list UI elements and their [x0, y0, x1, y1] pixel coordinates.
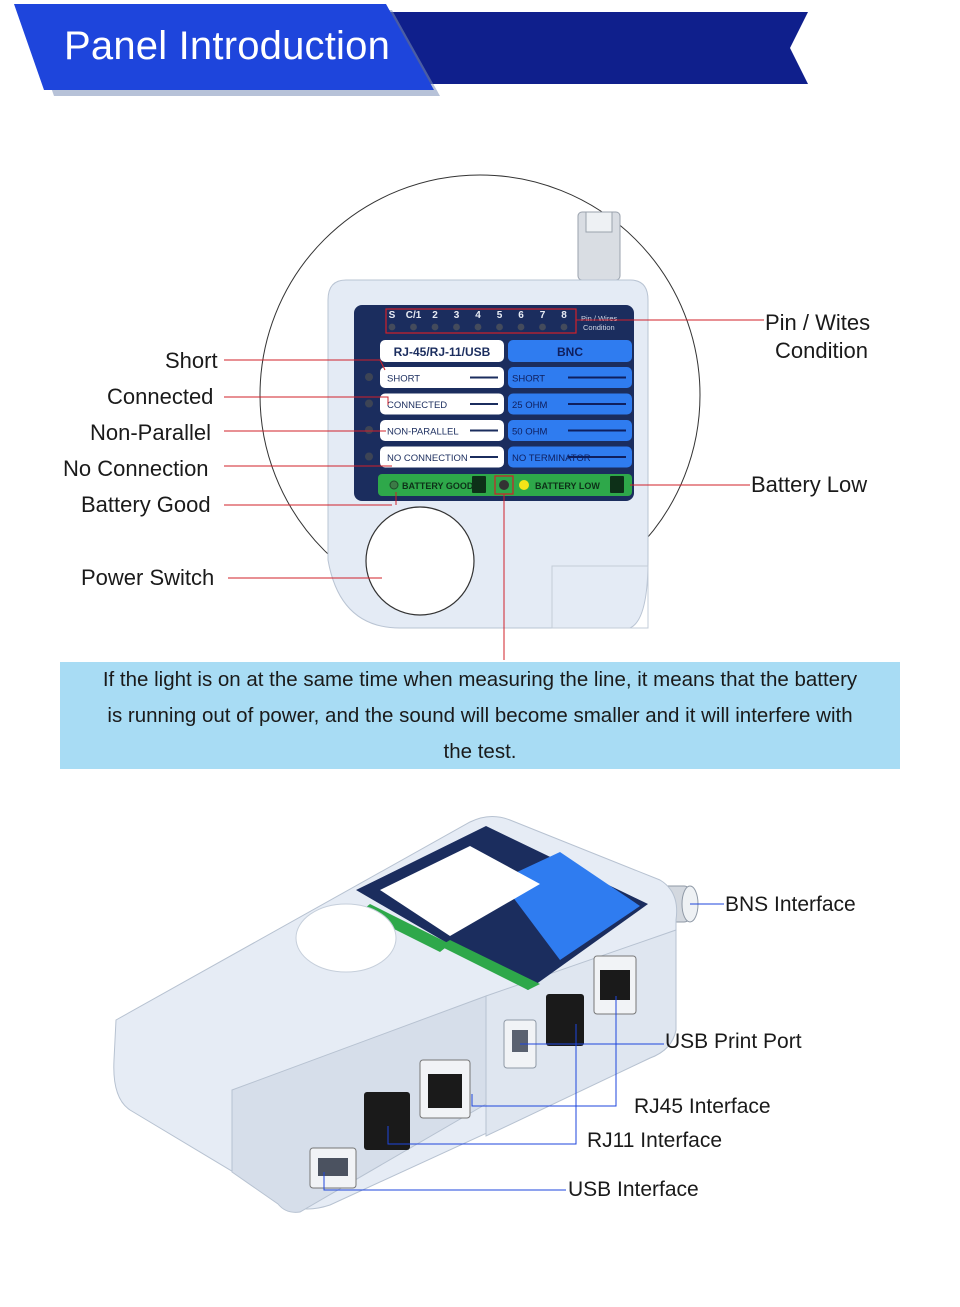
- rj45-port-right-inner: [600, 970, 630, 1000]
- top-callout-lines: [224, 319, 764, 660]
- callout-rj45-interface: RJ45 Interface: [634, 1095, 771, 1118]
- pin-label: C/1: [406, 310, 422, 321]
- battery-good-small: BATTERY GOOD: [402, 481, 474, 491]
- callout-usb-interface: USB Interface: [568, 1178, 699, 1201]
- callout-pin-wires: Pin / Wites: [765, 310, 871, 335]
- bnc-connector-tip: [585, 211, 613, 233]
- usb-a-port-inner: [318, 1158, 348, 1176]
- note-text: If the light is on at the same time when…: [102, 668, 858, 763]
- usb-b-socket: [512, 1030, 528, 1052]
- row-led: [365, 426, 373, 434]
- pin-wires-small-label: Pin / Wires: [581, 314, 618, 323]
- panel-rows: SHORT CONNECTED NON-PARALLEL NO CONNECTION S…: [365, 367, 632, 468]
- bottom-callout-lines: [323, 903, 724, 1191]
- header-banner: [14, 4, 808, 96]
- bnc-header-box: [508, 340, 632, 362]
- rj-row-label: SHORT: [387, 374, 420, 385]
- battery-low-icon: [610, 476, 624, 493]
- banner-dark-ribbon: [380, 12, 808, 84]
- pin-led: [431, 323, 439, 331]
- pin-wires-small-label-2: Condition: [583, 323, 615, 332]
- callout-battery-low: Battery Low: [751, 472, 868, 497]
- pin-led: [496, 323, 503, 331]
- device-side-panel: [551, 565, 649, 629]
- bnc-row-label: SHORT: [512, 374, 545, 385]
- panel-closeup: S C/1 2 3 4 5 6 7 8 Pin / Wires Condition RJ-45/…: [259, 174, 701, 629]
- power-switch: [365, 506, 475, 616]
- pin-label: 7: [540, 310, 546, 321]
- callout-no-connection: No Connection: [63, 456, 209, 481]
- callout-usb-print-port: USB Print Port: [665, 1030, 802, 1053]
- device-isometric: [113, 816, 699, 1213]
- battery-good-led: [389, 480, 399, 490]
- note-box: If the light is on at the same time when…: [60, 662, 900, 769]
- pin-label: 5: [497, 310, 503, 321]
- pin-label: S: [389, 310, 396, 321]
- rj-row-box: [380, 446, 504, 468]
- pin-led: [474, 323, 482, 331]
- rj-row-box: [380, 393, 504, 415]
- pin-label: 8: [561, 310, 567, 321]
- callout-short: Short: [165, 348, 218, 373]
- pin-led: [560, 323, 568, 331]
- row-led: [365, 373, 373, 381]
- battery-indicator-led: [499, 480, 509, 490]
- callout-battery-good: Battery Good: [81, 492, 211, 517]
- battery-low-led: [519, 480, 529, 490]
- rj-header-text: RJ-45/RJ-11/USB: [394, 345, 491, 359]
- pin-label: 6: [518, 310, 524, 321]
- rj45-port-front-inner: [428, 1074, 462, 1108]
- rj11-port-right: [546, 994, 584, 1046]
- pin-led: [453, 323, 460, 331]
- callout-rj11-interface: RJ11 Interface: [587, 1129, 723, 1152]
- rj-row-box: [380, 420, 504, 441]
- page-title: Panel Introduction: [64, 24, 391, 68]
- bnc-row-label: NO TERMINATOR: [512, 453, 591, 464]
- pin-led: [388, 323, 396, 331]
- pin-labels: S C/1 2 3 4 5 6 7 8: [388, 310, 568, 331]
- rj-header-box: [380, 340, 504, 362]
- row-led: [365, 399, 373, 408]
- battery-good-icon: [472, 476, 486, 493]
- device-front-face: [231, 995, 487, 1213]
- rj-row-label: NON-PARALLEL: [387, 427, 459, 438]
- device-panel-green-iso-2: [440, 940, 540, 990]
- pin-label: 3: [454, 310, 460, 321]
- battery-low-small: BATTERY LOW: [535, 481, 600, 491]
- bnc-row-label: 50 OHM: [512, 427, 547, 438]
- callout-power-switch: Power Switch: [81, 565, 215, 590]
- callout-non-parallel: Non-Parallel: [90, 420, 212, 445]
- pin-indicator-frame: [385, 308, 577, 334]
- pin-label: 4: [475, 310, 481, 321]
- rj-row-label: CONNECTED: [387, 400, 447, 411]
- bnc-header-text: BNC: [557, 345, 583, 359]
- pin-label: 2: [432, 310, 438, 321]
- device-panel-white-iso: [380, 846, 540, 936]
- device-panel-blue-iso: [500, 852, 640, 960]
- pin-led: [539, 323, 546, 331]
- rj-row-label: NO CONNECTION: [387, 453, 468, 464]
- bnc-row-label: 25 OHM: [512, 400, 547, 411]
- row-led: [365, 452, 373, 461]
- rj-row-box: [380, 367, 504, 388]
- pin-led: [410, 323, 417, 331]
- callout-bns-interface: BNS Interface: [725, 893, 856, 916]
- pin-led: [517, 323, 525, 331]
- power-switch-iso: [295, 903, 397, 973]
- banner-blue-ribbon: [14, 4, 434, 90]
- callout-condition: Condition: [775, 338, 868, 363]
- callout-connected: Connected: [107, 384, 214, 409]
- rj11-port-front: [364, 1092, 410, 1150]
